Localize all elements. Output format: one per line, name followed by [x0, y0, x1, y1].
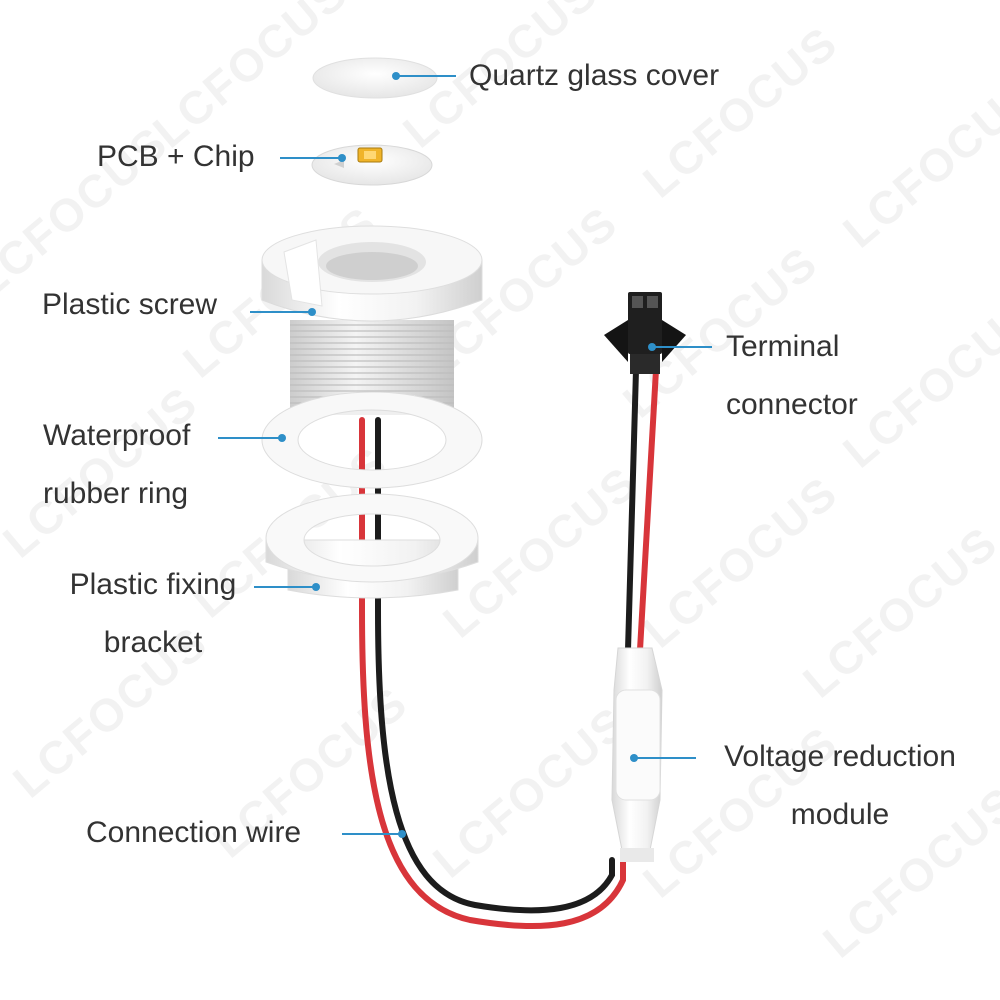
label-pcb-text: PCB + Chip	[97, 140, 255, 173]
watermark-text: LCFOCUS	[833, 286, 1000, 478]
label-bracket-line2: bracket	[103, 626, 203, 659]
terminal-connector	[604, 292, 686, 374]
label-ring-line2: rubber ring	[43, 477, 189, 510]
label-wire-text: Connection wire	[86, 816, 302, 849]
label-voltage-line2: module	[790, 798, 890, 831]
plastic-screw	[261, 225, 483, 415]
label-pcb-chip: PCB + Chip	[97, 128, 255, 186]
watermark-text: LCFOCUS	[793, 516, 1000, 708]
quartz-glass-cover	[312, 57, 438, 99]
plastic-fixing-bracket	[265, 493, 479, 599]
label-terminal-line2: connector	[726, 388, 858, 421]
connection-wire	[359, 367, 659, 930]
label-quartz-text: Quartz glass cover	[469, 59, 720, 92]
voltage-reduction-module	[611, 647, 663, 862]
label-terminal-connector: Terminal connector	[726, 318, 858, 434]
label-voltage-reduction-module: Voltage reduction module	[709, 728, 971, 844]
label-voltage-line1: Voltage reduction	[724, 740, 956, 773]
label-screw-text: Plastic screw	[42, 288, 218, 321]
waterproof-rubber-ring	[261, 391, 483, 489]
watermark-text: LCFOCUS	[633, 466, 847, 658]
pcb-chip	[311, 144, 433, 186]
label-bracket-line1: Plastic fixing	[69, 568, 237, 601]
label-plastic-fixing-bracket: Plastic fixing bracket	[60, 556, 246, 672]
label-ring-line1: Waterproof	[43, 419, 191, 452]
watermark-text: LCFOCUS	[833, 66, 1000, 258]
watermark-text: LCFOCUS	[633, 16, 847, 208]
label-quartz-glass-cover: Quartz glass cover	[469, 47, 719, 105]
label-terminal-line1: Terminal	[726, 330, 840, 363]
leader-lines	[218, 72, 712, 838]
watermark-text: LCFOCUS	[423, 696, 637, 888]
label-connection-wire: Connection wire	[86, 804, 301, 862]
label-plastic-screw: Plastic screw	[42, 276, 217, 334]
label-waterproof-rubber-ring: Waterproof rubber ring	[43, 407, 190, 523]
